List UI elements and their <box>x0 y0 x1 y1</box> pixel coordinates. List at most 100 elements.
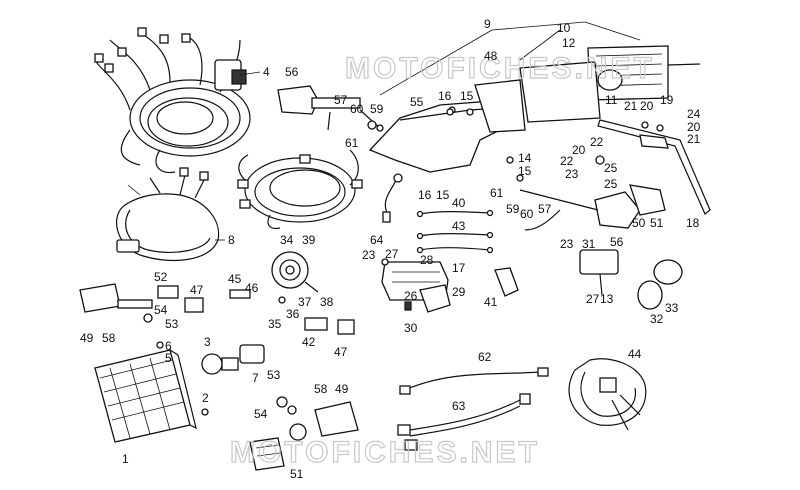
callout-51b: 51 <box>290 467 304 481</box>
callout-10: 10 <box>557 21 571 35</box>
callout-20a: 20 <box>640 99 654 113</box>
callout-34: 34 <box>280 233 294 247</box>
callout-9: 9 <box>484 17 491 31</box>
callout-51a: 51 <box>650 216 664 230</box>
callout-39: 39 <box>302 233 316 247</box>
callout-3: 3 <box>204 335 211 349</box>
lower-lamp <box>249 437 285 471</box>
callout-31: 31 <box>582 237 596 251</box>
small-cable <box>382 173 403 223</box>
callout-43: 43 <box>452 219 466 233</box>
front-position-lamp <box>79 283 153 323</box>
callout-60b: 60 <box>520 207 534 221</box>
callout-22a: 22 <box>590 135 604 149</box>
callout-23c: 23 <box>560 237 574 251</box>
callout-21a: 21 <box>624 99 638 113</box>
horn <box>271 251 319 293</box>
callout-19: 19 <box>660 93 674 107</box>
headlight-bulb <box>201 344 265 375</box>
callout-18: 18 <box>686 216 700 230</box>
rear-turn-signal <box>519 184 666 231</box>
wire-loop-44 <box>568 358 647 431</box>
callout-58a: 58 <box>102 331 116 345</box>
callout-53a: 53 <box>165 317 179 331</box>
callout-57b: 57 <box>538 202 552 216</box>
callout-35: 35 <box>268 317 282 331</box>
callout-59b: 59 <box>506 202 520 216</box>
callout-23b: 23 <box>362 248 376 262</box>
callout-15a: 15 <box>460 89 474 103</box>
callout-14: 14 <box>518 151 532 165</box>
callout-15c: 15 <box>436 188 450 202</box>
callout-29: 29 <box>452 285 466 299</box>
callout-11: 11 <box>605 93 618 107</box>
license-bracket <box>597 119 711 215</box>
callout-16a: 16 <box>438 89 452 103</box>
relay <box>579 249 619 296</box>
callout-22b: 22 <box>560 154 574 168</box>
clamps <box>637 259 683 310</box>
callout-1: 1 <box>122 452 129 466</box>
callout-46: 46 <box>245 281 259 295</box>
callout-labels: 1 2 3 4 5 6 7 8 9 10 11 12 13 14 15 15 1… <box>80 17 701 481</box>
callout-27b: 27 <box>586 292 600 306</box>
callout-59a: 59 <box>370 102 384 116</box>
callout-61a: 61 <box>345 136 359 150</box>
callout-6: 6 <box>165 339 172 353</box>
callout-23a: 23 <box>565 167 579 181</box>
wire-62 <box>399 367 549 395</box>
callout-60a: 60 <box>350 102 364 116</box>
callout-47b: 47 <box>334 345 348 359</box>
callout-44: 44 <box>628 347 642 361</box>
connector-41 <box>494 267 519 297</box>
callout-40: 40 <box>452 196 466 210</box>
callout-61b: 61 <box>490 186 504 200</box>
fuse-box <box>381 261 451 313</box>
callout-20c: 20 <box>572 143 586 157</box>
callout-54b: 54 <box>254 407 268 421</box>
callout-26: 26 <box>404 289 418 303</box>
callout-15b: 15 <box>518 164 532 178</box>
callout-38: 38 <box>320 295 334 309</box>
callout-17: 17 <box>452 261 466 275</box>
callout-56a: 56 <box>285 65 299 79</box>
callout-2: 2 <box>202 391 209 405</box>
callout-54a: 54 <box>154 303 168 317</box>
callout-47a: 47 <box>190 283 204 297</box>
callout-64: 64 <box>370 233 384 247</box>
front-turn-signal <box>277 85 384 132</box>
callout-50: 50 <box>632 216 646 230</box>
leader-lines <box>127 21 641 241</box>
callout-42: 42 <box>302 335 316 349</box>
callout-57a: 57 <box>334 93 348 107</box>
callout-12: 12 <box>562 36 576 50</box>
callout-49a: 49 <box>80 331 94 345</box>
main-wiring-harness <box>94 27 251 174</box>
callout-49b: 49 <box>335 382 349 396</box>
headlight <box>94 349 197 443</box>
callout-55: 55 <box>410 95 424 109</box>
callout-7: 7 <box>252 371 259 385</box>
watermark-bottom: MOTOFICHES.NET <box>230 436 540 469</box>
central-wiring-harness <box>237 149 363 230</box>
secondary-wiring-harness <box>116 167 220 261</box>
callout-25a: 25 <box>604 161 618 175</box>
callout-8: 8 <box>228 233 235 247</box>
small-switches <box>157 285 355 335</box>
callout-41: 41 <box>484 295 498 309</box>
wire-63 <box>397 393 531 451</box>
callout-63: 63 <box>452 399 466 413</box>
callout-24: 24 <box>687 107 701 121</box>
callout-36: 36 <box>286 307 300 321</box>
callout-28: 28 <box>420 253 434 267</box>
callout-20b: 20 <box>687 120 701 134</box>
watermark-top: MOTOFICHES.NET <box>345 52 655 85</box>
callout-33: 33 <box>665 301 679 315</box>
callout-53b: 53 <box>267 368 281 382</box>
callout-27a: 27 <box>385 247 399 261</box>
parts-artwork <box>79 21 711 471</box>
callout-37: 37 <box>298 295 312 309</box>
callout-56b: 56 <box>610 235 624 249</box>
callout-21b: 21 <box>687 132 701 146</box>
